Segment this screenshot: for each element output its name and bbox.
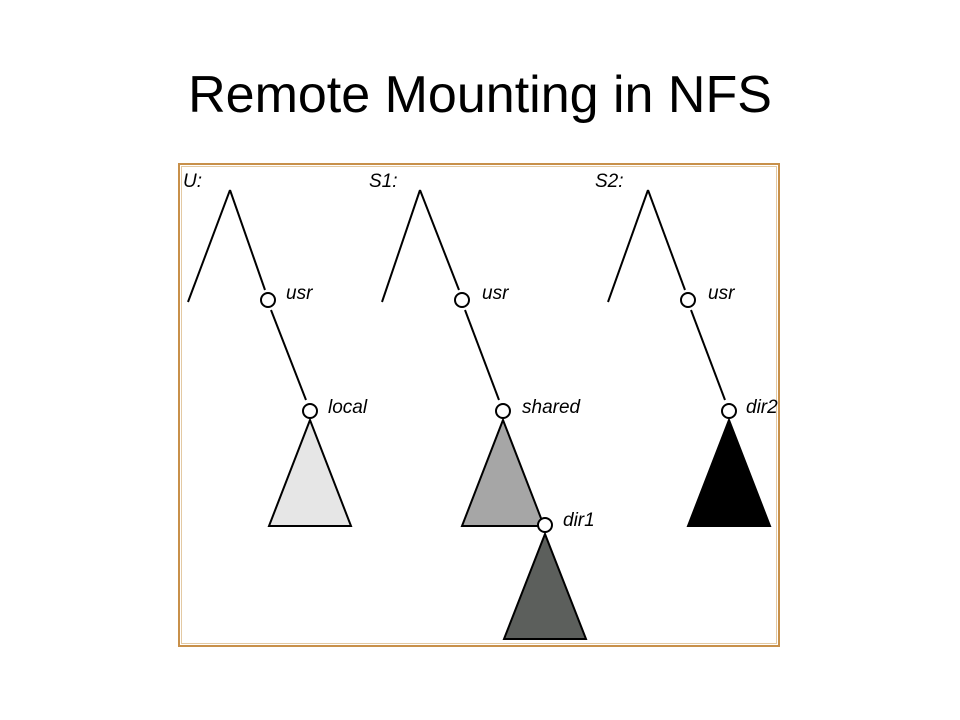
dir1-subtree <box>502 531 588 640</box>
tree-s1: S1: usr shared <box>369 171 582 527</box>
tree-s1-usr-node <box>454 292 470 308</box>
tree-s1-shared-subtree <box>460 417 546 527</box>
tree-s2-left-branch <box>607 189 649 303</box>
tree-s2-usr-to-dir2 <box>690 309 726 401</box>
dir1-label: dir1 <box>563 510 595 531</box>
tree-s2-dir2-node <box>721 403 737 419</box>
tree-u-local-node <box>302 403 318 419</box>
tree-s2: S2: usr dir2 <box>595 171 778 527</box>
tree-s1-shared-label: shared <box>522 397 582 418</box>
tree-s2-usr-node <box>680 292 696 308</box>
tree-u: U: usr local <box>183 171 368 527</box>
tree-s2-name: S2: <box>595 171 624 192</box>
tree-u-usr-label: usr <box>286 283 313 304</box>
tree-u-local-label: local <box>328 397 368 418</box>
tree-u-usr-node <box>260 292 276 308</box>
tree-s2-root-to-usr <box>647 189 686 291</box>
slide-title: Remote Mounting in NFS <box>188 66 772 124</box>
tree-s2-usr-label: usr <box>708 283 735 304</box>
tree-s2-dir2-label: dir2 <box>746 397 778 418</box>
tree-s1-root-to-usr <box>419 189 460 291</box>
figure-frame <box>178 163 780 647</box>
mounted-dir1: dir1 <box>502 510 595 640</box>
tree-s1-usr-label: usr <box>482 283 509 304</box>
tree-s1-usr-to-shared <box>464 309 500 401</box>
tree-u-local-subtree <box>267 417 353 527</box>
tree-s1-name: S1: <box>369 171 398 192</box>
tree-u-usr-to-local <box>270 309 307 401</box>
tree-u-left-branch <box>187 189 231 303</box>
tree-s1-shared-node <box>495 403 511 419</box>
tree-u-name: U: <box>183 171 202 192</box>
tree-s1-left-branch <box>381 189 421 303</box>
dir1-node <box>537 517 553 533</box>
tree-s2-dir2-subtree <box>686 417 772 527</box>
tree-u-root-to-usr <box>229 189 266 291</box>
